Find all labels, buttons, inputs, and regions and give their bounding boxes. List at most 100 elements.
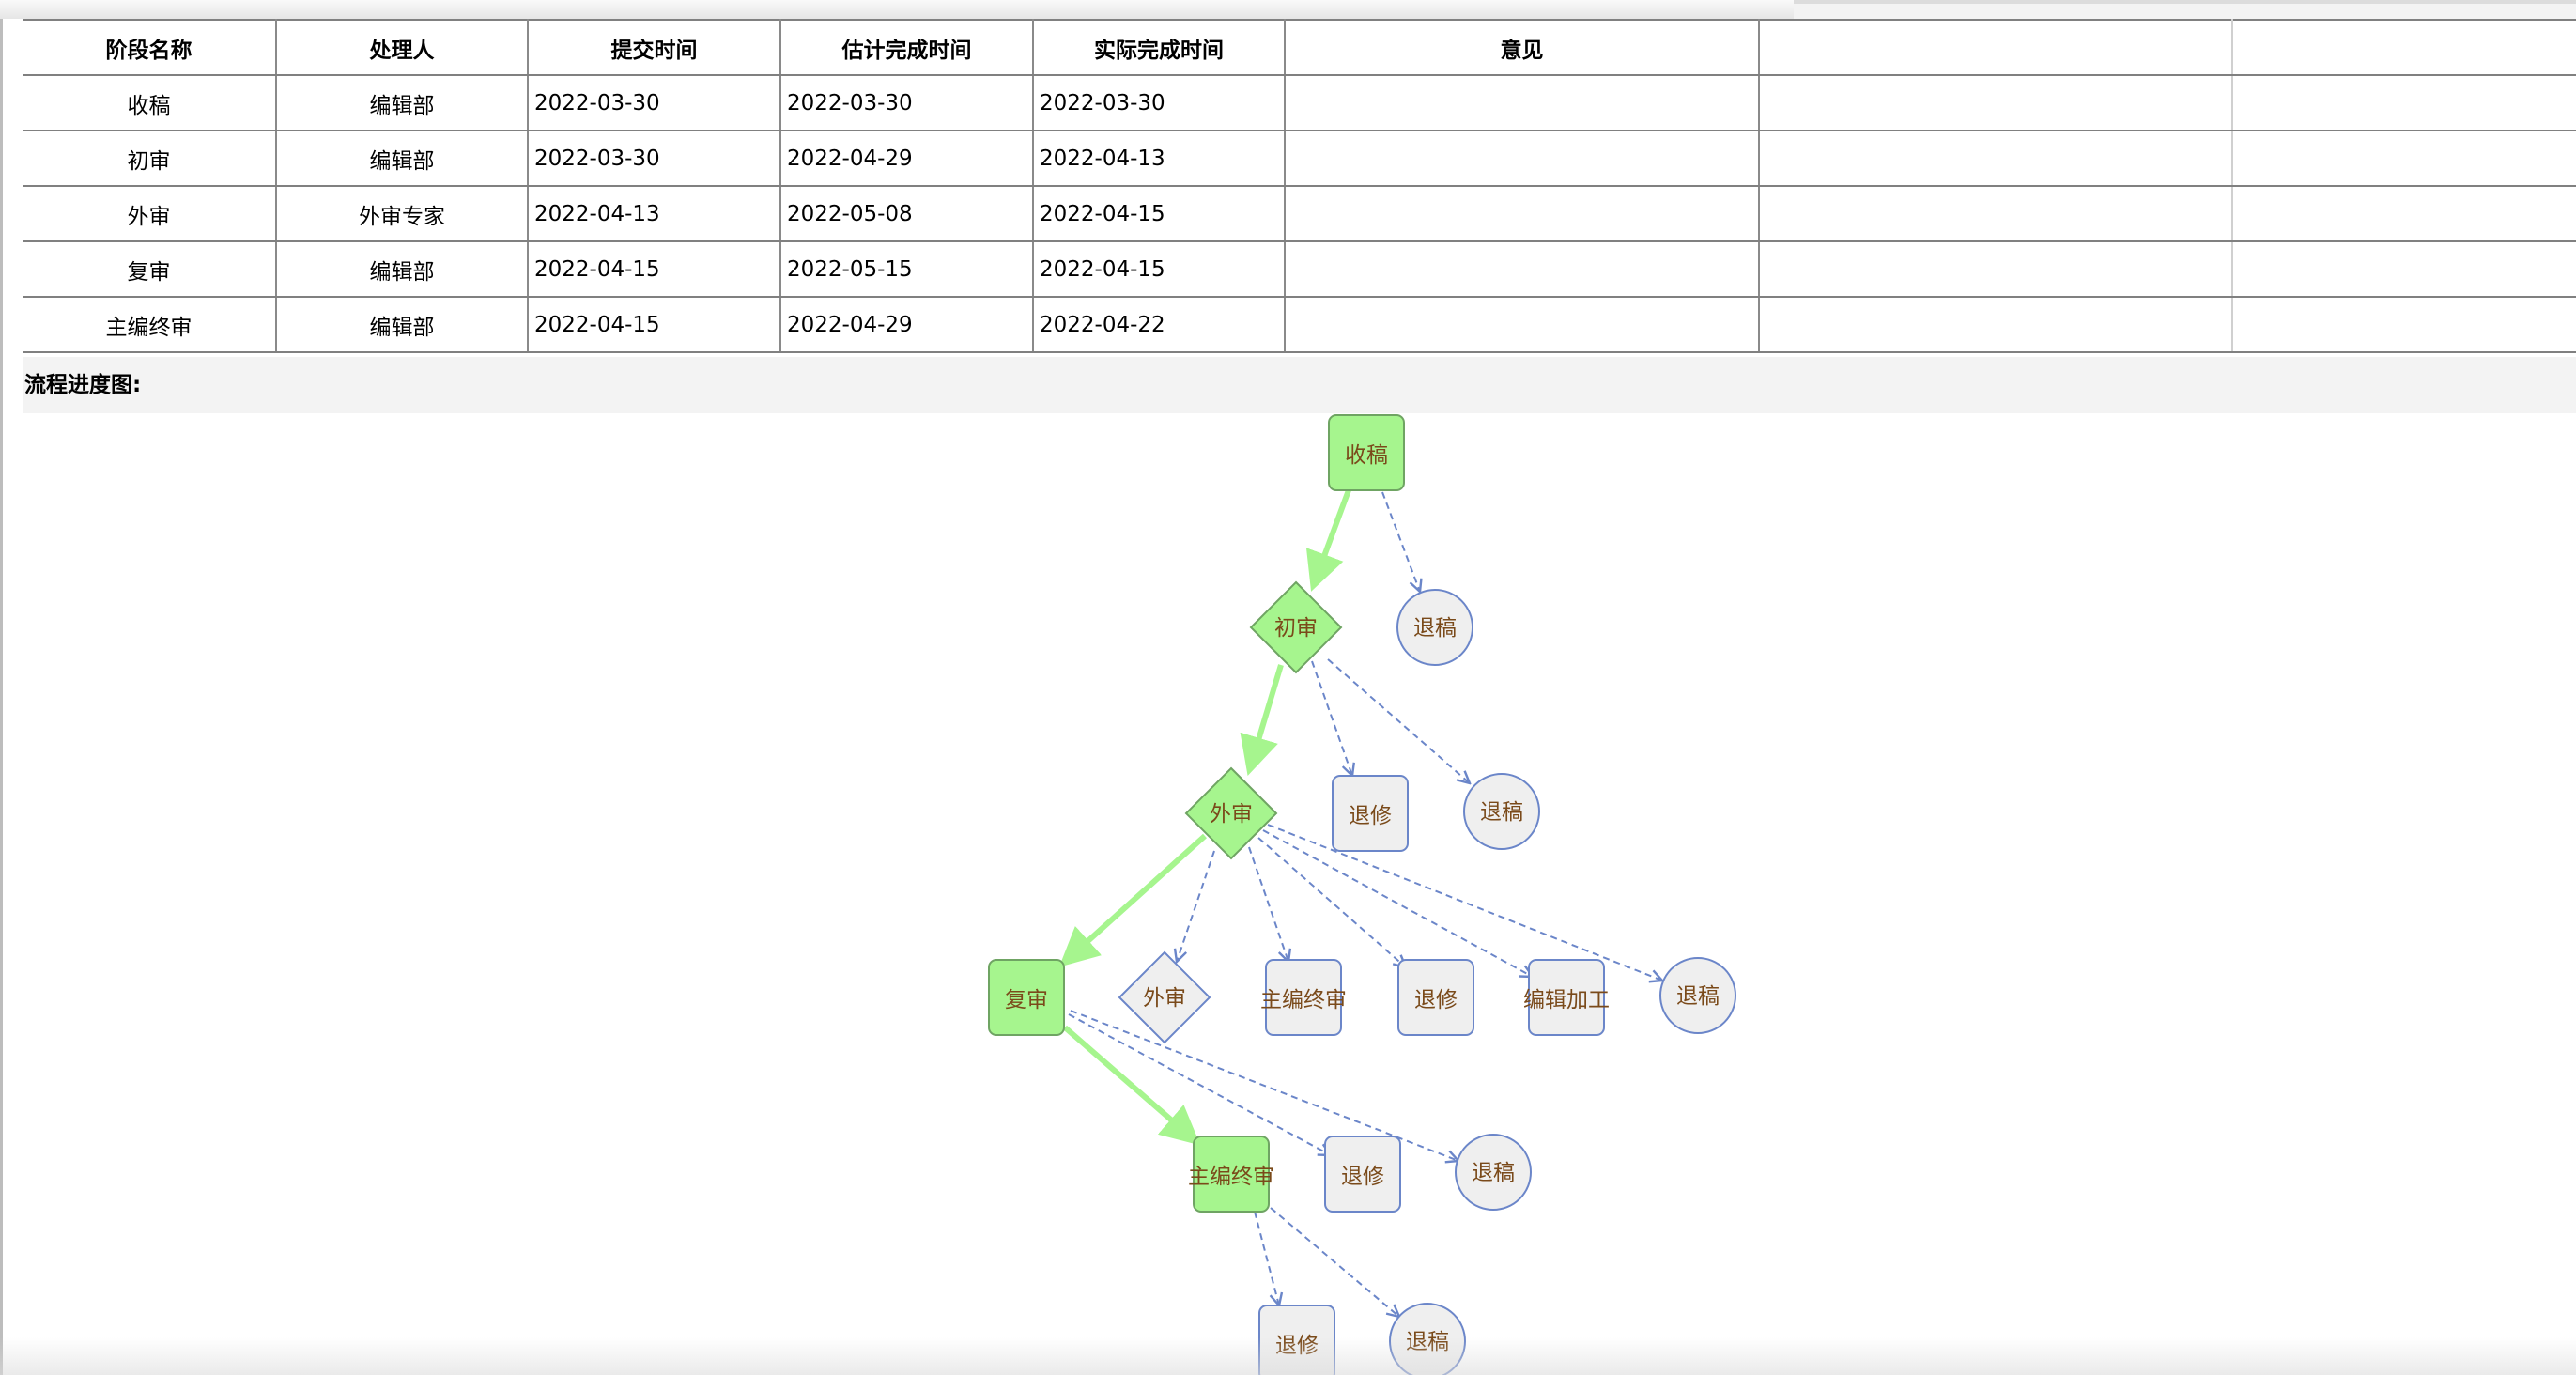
- node-label: 复审: [1005, 988, 1048, 1012]
- cell-actual: 2022-03-30: [1033, 75, 1286, 131]
- cell-opinion: [1285, 297, 1760, 353]
- cell-submit: 2022-03-30: [528, 75, 781, 131]
- flow-node-revise-2: 退修: [1397, 959, 1474, 1036]
- flow-section-title-text: 流程进度图:: [24, 373, 142, 397]
- cell-empty: [2232, 186, 2576, 242]
- cell-handler: 编辑部: [276, 297, 529, 353]
- cell-submit: 2022-04-13: [528, 186, 781, 242]
- flow-node-external-review-2: 外审: [1118, 950, 1211, 1044]
- node-label: 退修: [1275, 1334, 1319, 1358]
- cell-stage: 初审: [23, 131, 277, 187]
- node-shape: [988, 959, 1065, 1036]
- node-label: 退修: [1414, 988, 1458, 1012]
- header-estimated-finish: 估计完成时间: [780, 19, 1034, 76]
- node-label: 初审: [1274, 616, 1318, 641]
- edge-n13-n17: [1270, 1207, 1399, 1317]
- node-label: 主编终审: [1260, 988, 1347, 1012]
- flow-node-reject-3: 退稿: [1659, 957, 1736, 1034]
- flow-section-title: 流程进度图:: [23, 357, 2576, 413]
- flow-node-shoujao: 收稿: [1328, 414, 1405, 491]
- flow-node-revise-4: 退修: [1258, 1305, 1335, 1375]
- top-bar-shade: [0, 0, 1794, 19]
- cell-opinion: [1285, 131, 1760, 187]
- header-actual-finish: 实际完成时间: [1033, 19, 1286, 76]
- node-shape: [1184, 766, 1278, 860]
- cell-opinion: [1285, 186, 1760, 242]
- active-edges: [1058, 488, 1351, 1146]
- cell-empty: [1759, 186, 2233, 242]
- edge-n13-n16: [1254, 1211, 1279, 1305]
- edge-n3-n4: [1311, 660, 1352, 776]
- node-label: 退修: [1341, 1165, 1384, 1189]
- node-shape: [1455, 1134, 1532, 1211]
- cell-empty: [1759, 297, 2233, 353]
- pending-edges: [1068, 491, 1662, 1317]
- node-shape: [1249, 580, 1343, 674]
- edge-n6-n10: [1257, 837, 1406, 967]
- node-shape: [1324, 1136, 1401, 1213]
- left-edge-border: [0, 19, 3, 1375]
- node-shape: [1328, 414, 1405, 491]
- cell-stage: 收稿: [23, 75, 277, 131]
- cell-empty: [1759, 241, 2233, 298]
- window-top-bar: [0, 0, 2576, 19]
- flow-node-reject-2: 退稿: [1463, 773, 1540, 850]
- cell-empty: [2232, 131, 2576, 187]
- cell-handler: 编辑部: [276, 75, 529, 131]
- flow-node-reject-4: 退稿: [1455, 1134, 1532, 1211]
- flow-node-reject-1: 退稿: [1396, 589, 1473, 666]
- table-header-row: 阶段名称 处理人 提交时间 估计完成时间 实际完成时间 意见: [23, 19, 2576, 76]
- node-label: 外审: [1210, 802, 1253, 827]
- cell-submit: 2022-03-30: [528, 131, 781, 187]
- cell-estimate: 2022-05-15: [780, 241, 1034, 298]
- node-shape: [1332, 775, 1409, 852]
- edge-n6-n11: [1262, 829, 1533, 977]
- cell-stage: 外审: [23, 186, 277, 242]
- cell-estimate: 2022-04-29: [780, 131, 1034, 187]
- table-row: 初审 编辑部 2022-03-30 2022-04-29 2022-04-13: [23, 131, 2576, 187]
- node-shape: [1659, 957, 1736, 1034]
- flow-node-revise-1: 退修: [1332, 775, 1409, 852]
- node-label: 退稿: [1480, 800, 1523, 825]
- cell-actual: 2022-04-13: [1033, 131, 1286, 187]
- stage-table: 阶段名称 处理人 提交时间 估计完成时间 实际完成时间 意见 收稿 编辑部 20…: [23, 19, 2576, 353]
- cell-estimate: 2022-03-30: [780, 75, 1034, 131]
- node-shape: [1265, 959, 1342, 1036]
- edge-n3-n6: [1240, 664, 1284, 777]
- edge-n6-n9: [1248, 846, 1288, 962]
- edge-n7-n13: [1063, 1025, 1201, 1146]
- cell-estimate: 2022-04-29: [780, 297, 1034, 353]
- cell-handler: 外审专家: [276, 186, 529, 242]
- flow-node-copyedit: 编辑加工: [1523, 959, 1610, 1036]
- table-row: 收稿 编辑部 2022-03-30 2022-03-30 2022-03-30: [23, 75, 2576, 131]
- node-label: 主编终审: [1188, 1165, 1274, 1189]
- edge-n1-n3: [1305, 488, 1351, 592]
- node-label: 编辑加工: [1523, 988, 1610, 1012]
- edge-n7-n15: [1070, 1010, 1458, 1161]
- cell-stage: 主编终审: [23, 297, 277, 353]
- cell-submit: 2022-04-15: [528, 297, 781, 353]
- cell-opinion: [1285, 75, 1760, 131]
- edge-n3-n5: [1327, 658, 1470, 783]
- node-label: 退稿: [1413, 616, 1457, 641]
- cell-empty: [2232, 75, 2576, 131]
- node-shape: [1118, 950, 1211, 1044]
- node-shape: [1193, 1136, 1270, 1213]
- flow-node-second-review: 复审: [988, 959, 1065, 1036]
- cell-empty: [1759, 75, 2233, 131]
- table-row: 外审 外审专家 2022-04-13 2022-05-08 2022-04-15: [23, 186, 2576, 242]
- header-handler: 处理人: [276, 19, 529, 76]
- node-label: 外审: [1143, 986, 1186, 1011]
- node-label: 退稿: [1406, 1330, 1449, 1354]
- cell-empty: [2232, 297, 2576, 353]
- top-bar-line: [1794, 0, 2576, 4]
- cell-stage: 复审: [23, 241, 277, 298]
- cell-actual: 2022-04-15: [1033, 186, 1286, 242]
- edge-n6-n12: [1267, 824, 1662, 981]
- header-opinion: 意见: [1285, 19, 1760, 76]
- edge-n6-n7: [1058, 833, 1208, 967]
- node-label: 收稿: [1345, 443, 1388, 468]
- flow-node-chief-review: 主编终审: [1188, 1136, 1274, 1213]
- cell-actual: 2022-04-15: [1033, 241, 1286, 298]
